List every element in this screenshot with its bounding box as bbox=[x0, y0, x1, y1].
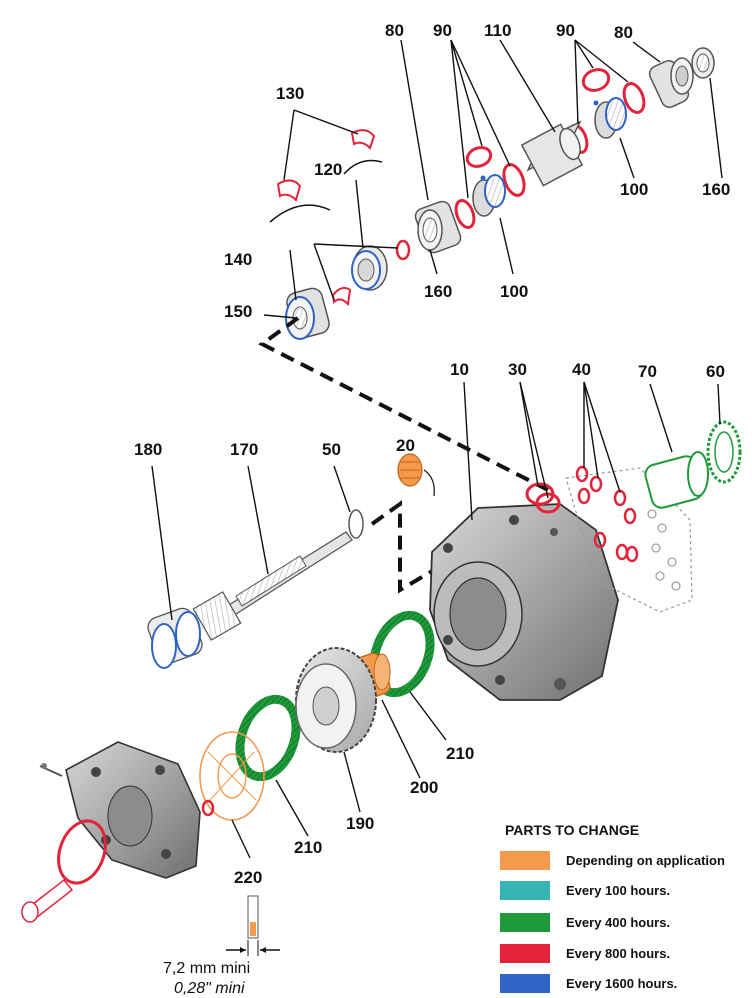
callout-210: 210 bbox=[294, 838, 323, 857]
part-90-o-ring bbox=[502, 163, 526, 197]
callout-60: 60 bbox=[706, 362, 725, 381]
thickness-gauge bbox=[226, 895, 280, 956]
part-170-shaft bbox=[192, 531, 353, 641]
part-90-o-ring bbox=[622, 82, 646, 114]
part-180-bearing bbox=[147, 607, 203, 669]
part-30-o-ring bbox=[535, 492, 561, 514]
legend-label: Depending on application bbox=[566, 852, 725, 868]
part-160-retainer bbox=[395, 239, 411, 261]
legend-item: Every 800 hours. bbox=[500, 942, 670, 964]
part-140-bearing bbox=[285, 287, 330, 340]
callout-160: 160 bbox=[424, 282, 453, 301]
legend-swatch bbox=[500, 850, 550, 870]
callout-120: 120 bbox=[314, 160, 343, 179]
callout-190: 190 bbox=[346, 814, 375, 833]
bolt bbox=[21, 878, 74, 923]
callout-20: 20 bbox=[396, 436, 415, 455]
legend-swatch bbox=[500, 973, 550, 993]
end-cover bbox=[39, 741, 201, 879]
callout-100: 100 bbox=[620, 180, 649, 199]
leader-lines-lower bbox=[151, 381, 721, 859]
callout-90: 90 bbox=[433, 21, 452, 40]
part-210-friction-ring bbox=[369, 610, 435, 698]
callout-10: 10 bbox=[450, 360, 469, 379]
part-130-thrust-washers bbox=[269, 129, 383, 307]
callout-200: 200 bbox=[410, 778, 439, 797]
callout-90: 90 bbox=[556, 21, 575, 40]
legend-label: Every 800 hours. bbox=[566, 945, 671, 961]
legend-item: Every 1600 hours. bbox=[500, 972, 677, 994]
callout-220: 220 bbox=[234, 868, 263, 887]
callout-80: 80 bbox=[385, 21, 404, 40]
part-100-spool bbox=[472, 174, 506, 217]
part-20-spring bbox=[397, 453, 435, 497]
legend-title: PARTS TO CHANGE bbox=[505, 822, 640, 838]
legend-swatch bbox=[500, 880, 550, 900]
small-o-ring bbox=[201, 799, 215, 817]
part-40-cover-seals bbox=[565, 465, 693, 613]
callout-100: 100 bbox=[500, 282, 529, 301]
legend-item: Every 100 hours. bbox=[500, 879, 670, 901]
callout-140: 140 bbox=[224, 250, 253, 269]
part-90-o-ring bbox=[465, 146, 493, 168]
part-90-o-ring bbox=[581, 68, 611, 92]
callout-50: 50 bbox=[322, 440, 341, 459]
part-60-ring-gear bbox=[706, 420, 742, 484]
upper-bearing-assembly bbox=[269, 47, 715, 340]
part-10-housing bbox=[429, 503, 619, 701]
legend-label: Every 100 hours. bbox=[566, 882, 671, 898]
callout-110: 110 bbox=[484, 21, 512, 40]
legend-item: Depending on application bbox=[500, 849, 725, 871]
legend-swatch bbox=[500, 943, 550, 963]
legend-swatch bbox=[500, 912, 550, 932]
callout-130: 130 bbox=[276, 84, 305, 103]
callout-150: 150 bbox=[224, 302, 253, 321]
part-160-roller-bearing bbox=[691, 47, 715, 79]
dimension-imperial: 0,28" mini bbox=[174, 980, 245, 997]
callout-70: 70 bbox=[638, 362, 657, 381]
legend-label: Every 1600 hours. bbox=[566, 975, 678, 991]
callout-170: 170 bbox=[230, 440, 259, 459]
part-70-sleeve bbox=[644, 451, 709, 509]
legend-item: Every 400 hours. bbox=[500, 911, 670, 933]
callout-30: 30 bbox=[508, 360, 527, 379]
callout-80: 80 bbox=[614, 23, 633, 42]
part-120-bearing bbox=[351, 245, 388, 291]
callout-160: 160 bbox=[702, 180, 731, 199]
part-110-sleeve bbox=[520, 120, 584, 187]
leader-lines-upper bbox=[263, 39, 723, 319]
assembly-dashed-lines bbox=[258, 316, 549, 594]
part-210-friction-ring bbox=[235, 694, 301, 782]
part-190-gear bbox=[295, 647, 377, 753]
callout-180: 180 bbox=[134, 440, 163, 459]
large-o-ring bbox=[57, 819, 107, 885]
callout-210: 210 bbox=[446, 744, 475, 763]
legend-label: Every 400 hours. bbox=[566, 914, 671, 930]
part-50-washer bbox=[348, 509, 364, 539]
part-80-bearing-cup bbox=[414, 200, 462, 254]
callout-40: 40 bbox=[572, 360, 591, 379]
part-80-bearing-cup bbox=[648, 57, 694, 108]
part-100-spool bbox=[593, 97, 627, 139]
part-90-o-ring bbox=[454, 199, 476, 229]
dimension-metric: 7,2 mm mini bbox=[163, 960, 251, 977]
